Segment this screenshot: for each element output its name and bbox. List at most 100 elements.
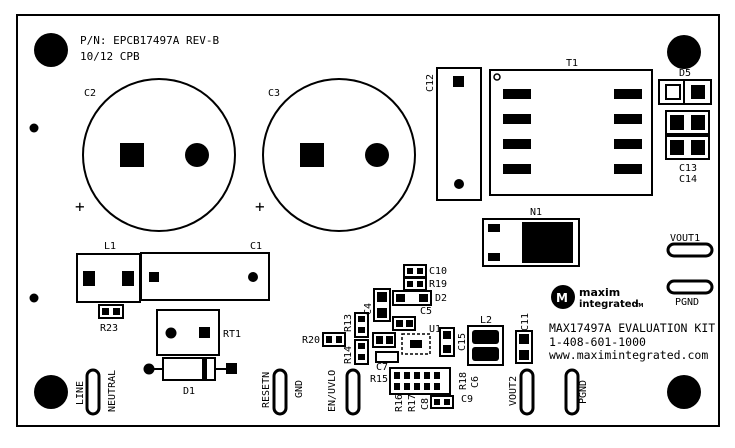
label-c4: C4	[363, 303, 374, 315]
fiducial-dot	[29, 293, 39, 303]
label-line: LINE	[75, 381, 86, 405]
diode-d1-outline	[162, 357, 216, 381]
capacitor-c13-pad	[691, 115, 705, 130]
date-code-text: 10/12 CPB	[80, 50, 140, 63]
label-r19: R19	[429, 279, 447, 290]
label-d2: D2	[435, 293, 447, 304]
capacitor-c13-pad	[670, 115, 684, 130]
label-c2: C2	[84, 88, 96, 99]
label-r13: R13	[343, 314, 354, 332]
thermistor-rt1-outline	[156, 309, 220, 356]
label-r18: R18	[458, 372, 469, 390]
label-vout2: VOUT2	[508, 376, 519, 406]
mounting-hole-top-right	[667, 35, 701, 69]
label-r14: R14	[343, 346, 354, 364]
diode-d5-pad	[665, 84, 681, 100]
resistor-r13-outline	[354, 312, 369, 338]
terminal-en-uvlo	[345, 368, 361, 416]
label-c15: C15	[457, 333, 468, 351]
ic-u1-outline	[401, 333, 431, 355]
diode-d5-pad	[691, 85, 705, 99]
label-pgnd1: PGND	[675, 297, 699, 308]
transformer-t1-pad	[503, 89, 531, 99]
inductor-l1-pad	[122, 271, 134, 286]
transformer-t1-pad	[614, 164, 642, 174]
capacitor-c3-pad-round	[365, 143, 389, 167]
transformer-t1-pad	[503, 139, 531, 149]
diode-d1-pad-square	[226, 363, 237, 374]
label-gnd: GND	[294, 380, 305, 398]
label-d1: D1	[183, 386, 195, 397]
inductor-l1-pad	[83, 271, 95, 286]
label-c14: C14	[679, 174, 697, 185]
capacitor-c12-pad-square	[453, 76, 464, 87]
label-c3: C3	[268, 88, 280, 99]
label-t1: T1	[566, 58, 578, 69]
label-c12: C12	[425, 74, 436, 92]
transformer-t1-pin1-dot	[493, 73, 501, 81]
terminal-vout2-pgnd	[519, 368, 535, 416]
part-number-text: P/N: EPCB17497A REV-B	[80, 34, 219, 47]
capacitor-c3-outline	[262, 78, 416, 232]
capacitor-c14-pad	[670, 140, 684, 155]
terminal-line-neutral	[85, 368, 101, 416]
inductor-l2-outline	[467, 325, 504, 366]
label-r17: R17	[407, 394, 418, 412]
mounting-hole-bottom-left	[34, 375, 68, 409]
label-u1: U1	[429, 324, 441, 335]
capacitor-c11-outline	[515, 330, 533, 364]
capacitor-c2-pad-square	[120, 143, 144, 167]
polarity-plus-c3: +	[255, 197, 265, 216]
label-c8: C8	[420, 398, 431, 410]
label-l2: L2	[480, 315, 492, 326]
label-c9: C9	[461, 394, 473, 405]
mosfet-n1-tab	[522, 222, 573, 263]
label-n1: N1	[530, 207, 542, 218]
label-c13: C13	[679, 163, 697, 174]
label-neutral: NEUTRAL	[107, 370, 118, 412]
terminal-vout1	[666, 242, 714, 258]
mosfet-n1-pad	[488, 253, 500, 261]
resistor-r23-outline	[98, 304, 124, 319]
capacitor-c14-outline	[665, 135, 710, 160]
capacitor-c2-pad-round	[185, 143, 209, 167]
bottom-passive-array	[389, 367, 454, 409]
fiducial-dot	[29, 123, 39, 133]
polarity-plus-c2: +	[75, 197, 85, 216]
label-c1: C1	[250, 241, 262, 252]
resistor-r20-outline	[322, 332, 346, 347]
label-en-uvlo: EN/UVLO	[327, 370, 338, 412]
mounting-hole-bottom-right	[667, 375, 701, 409]
transformer-t1-pad	[614, 114, 642, 124]
label-vout1: VOUT1	[670, 233, 700, 244]
mosfet-n1-pad	[488, 224, 500, 232]
transformer-t1-pad	[503, 114, 531, 124]
mounting-hole-top-left	[34, 33, 68, 67]
capacitor-c7-outline	[372, 332, 396, 348]
svg-text:M: M	[556, 291, 568, 305]
capacitor-c5-outline	[392, 316, 416, 331]
svg-text:integrated: integrated	[579, 299, 639, 310]
mosfet-n1-outline	[482, 218, 580, 267]
label-d5: D5	[679, 68, 691, 79]
resistor-r14-outline	[354, 339, 369, 365]
label-c7: C7	[376, 362, 388, 373]
label-l1: L1	[104, 241, 116, 252]
capacitor-c2-outline	[82, 78, 236, 232]
label-pgnd2: PGND	[578, 380, 589, 404]
board-outline	[16, 14, 720, 427]
label-r16: R16	[394, 394, 405, 412]
transformer-t1-pad	[614, 139, 642, 149]
capacitor-c1-pad-square	[149, 272, 159, 282]
terminal-pgnd1	[666, 279, 714, 295]
board-website: www.maximintegrated.com	[549, 348, 708, 362]
board-title: MAX17497A EVALUATION KIT	[549, 321, 715, 335]
capacitor-c13-outline	[665, 110, 710, 135]
label-r15: R15	[370, 374, 388, 385]
capacitor-c1-pad-round	[248, 272, 258, 282]
label-c11: C11	[520, 313, 531, 331]
label-c6: C6	[470, 376, 481, 388]
transformer-t1-outline	[489, 69, 653, 196]
board-phone: 1-408-601-1000	[549, 335, 646, 349]
